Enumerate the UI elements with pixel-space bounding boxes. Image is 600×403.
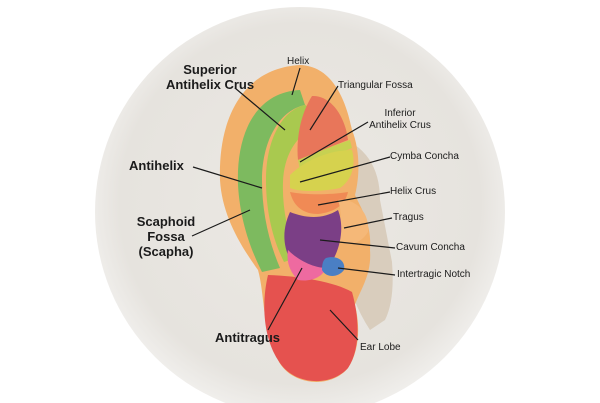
leader-lines <box>191 67 396 341</box>
triangular-fossa-region <box>297 95 348 160</box>
label-antitragus: Antitragus <box>215 330 280 345</box>
scaphoid-fossa-line <box>191 209 251 237</box>
label-ear-lobe: Ear Lobe <box>360 342 401 353</box>
cymba-concha-line <box>299 156 391 183</box>
antitragus-region <box>287 250 326 281</box>
label-antihelix: Antihelix <box>129 158 184 173</box>
label-helix-crus: Helix Crus <box>390 186 437 197</box>
label-superior-antihelix-crus-line1: Superior <box>183 62 237 77</box>
label-triangular-fossa: Triangular Fossa <box>338 80 413 91</box>
label-intertragic-notch: Intertragic Notch <box>397 269 471 280</box>
antitragus-line <box>267 267 303 331</box>
label-scaphoid-fossa-line3: (Scapha) <box>138 244 194 259</box>
label-helix: Helix <box>287 56 310 67</box>
intertragic-notch-region <box>322 257 345 276</box>
label-superior-antihelix-crus: Superior Antihelix Crus <box>155 62 265 92</box>
tragus-line <box>343 217 393 229</box>
helix-crus-line <box>317 191 391 206</box>
cavum-concha-line <box>319 239 396 249</box>
scapha-region <box>237 90 305 272</box>
label-scaphoid-fossa-line2: Fossa <box>147 229 185 244</box>
superior-antihelix-crus-line <box>234 87 286 131</box>
label-inferior-antihelix-crus: Inferior Antihelix Crus <box>364 108 436 132</box>
antihelix-region <box>266 105 316 262</box>
inferior-antihelix-crus-line <box>299 121 369 163</box>
label-scaphoid-fossa: Scaphoid Fossa (Scapha) <box>135 214 197 259</box>
label-inferior-antihelix-crus-line2: Antihelix Crus <box>369 120 431 131</box>
ear-lobe-line <box>329 309 359 341</box>
cavum-concha-region <box>284 210 342 269</box>
ear-lobe-region <box>264 275 358 382</box>
label-inferior-antihelix-crus-line1: Inferior <box>384 108 416 119</box>
label-cavum-concha: Cavum Concha <box>396 242 465 253</box>
label-scaphoid-fossa-line1: Scaphoid <box>136 214 196 229</box>
intertragic-notch-line <box>337 267 396 276</box>
label-cymba-concha: Cymba Concha <box>390 151 459 162</box>
helix-crus-region <box>290 192 348 214</box>
label-superior-antihelix-crus-line2: Antihelix Crus <box>165 77 255 92</box>
helix-line <box>291 67 301 96</box>
tragus-region <box>335 199 369 244</box>
triangular-fossa-line <box>309 85 339 131</box>
label-tragus: Tragus <box>393 212 424 223</box>
antihelix-line <box>192 166 263 189</box>
